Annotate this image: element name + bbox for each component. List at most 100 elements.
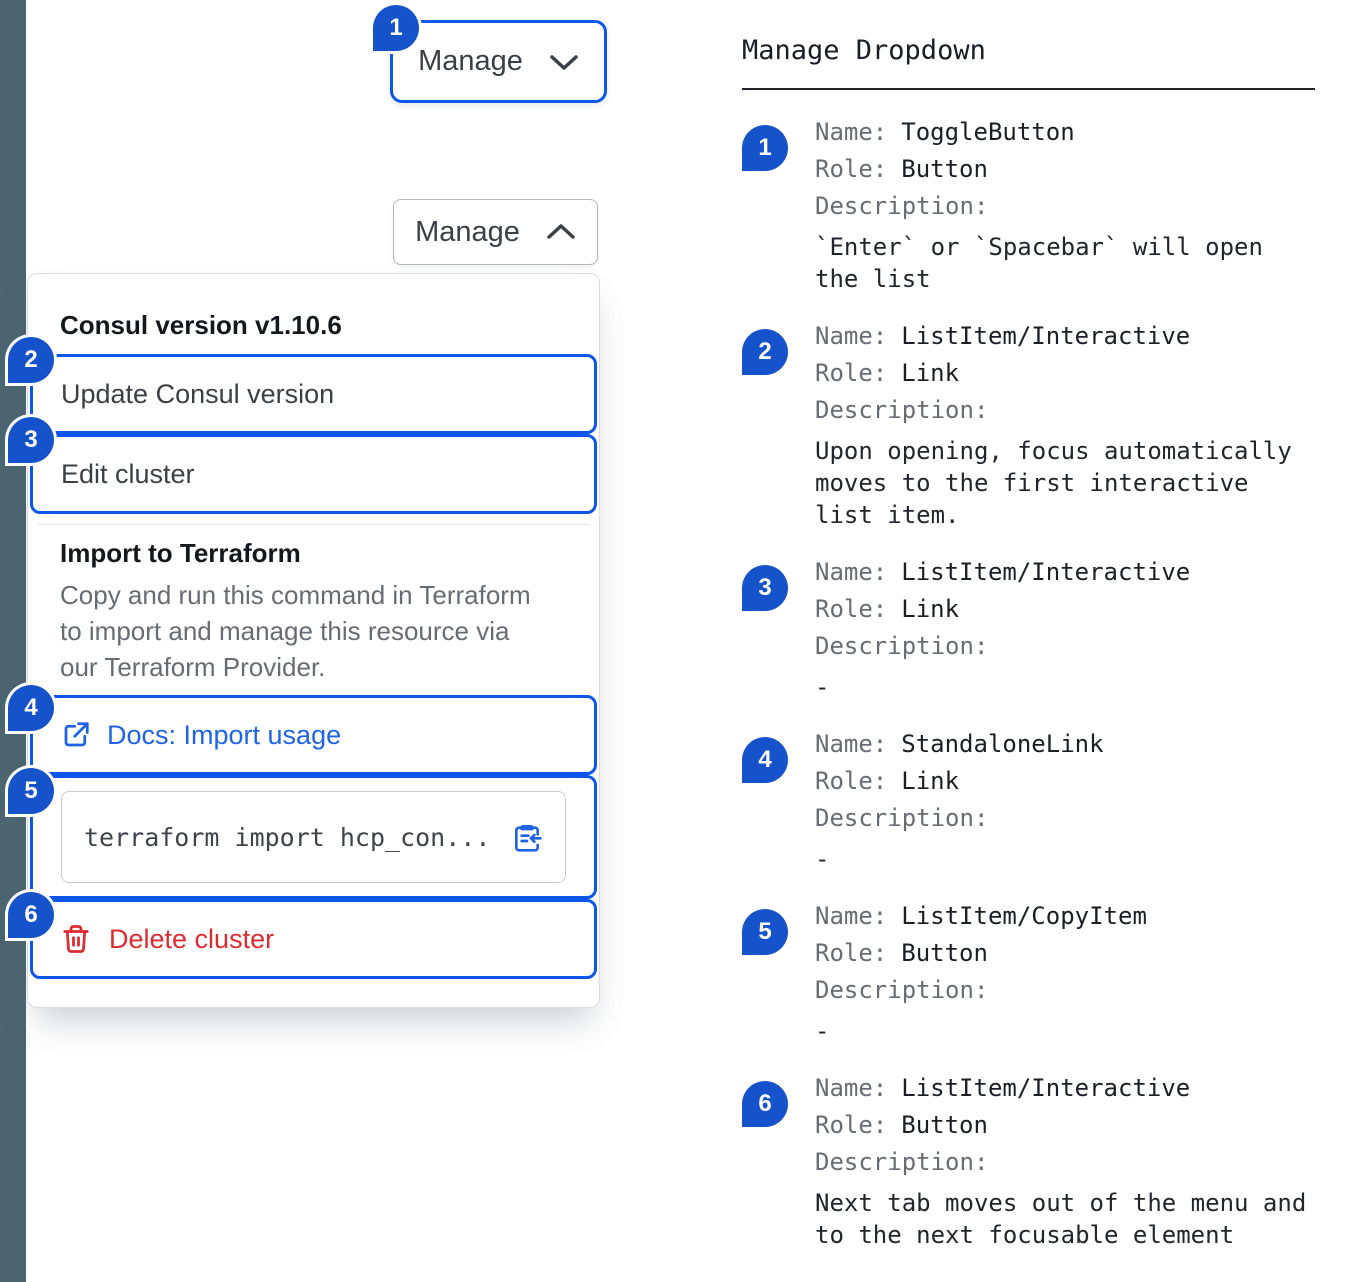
- manage-dropdown-menu: Consul version v1.10.6 Update Consul ver…: [27, 273, 600, 1008]
- terraform-command-field[interactable]: terraform import hcp_con...: [61, 791, 566, 883]
- description-row: Description:: [815, 972, 1147, 1009]
- description-row: Description:: [815, 1144, 1315, 1181]
- name-label: Name:: [815, 902, 888, 930]
- badge-number: 3: [24, 426, 38, 453]
- menu-divider: [38, 524, 589, 525]
- chevron-down-icon: [550, 54, 578, 70]
- annotation-badge-4: 4: [8, 685, 54, 731]
- role-value: Link: [901, 595, 960, 623]
- badge-number: 5: [758, 918, 772, 945]
- description-line: Copy and run this command in Terraform: [60, 580, 531, 610]
- name-value: ListItem/Interactive: [901, 558, 1191, 586]
- docs-link-label: Docs: Import usage: [107, 719, 342, 750]
- name-label: Name:: [815, 1074, 888, 1102]
- import-section-title: Import to Terraform: [60, 538, 301, 568]
- role-value: Link: [901, 359, 960, 387]
- badge-number: 1: [389, 14, 403, 41]
- annotation-badge-3: 3: [8, 417, 54, 463]
- description-label: Description:: [815, 632, 989, 660]
- description-value: `Enter` or `Spacebar` will open the list: [815, 233, 1263, 293]
- manage-toggle-button-open[interactable]: Manage: [393, 199, 598, 265]
- name-row: Name: ToggleButton: [815, 114, 1315, 151]
- role-label: Role:: [815, 359, 888, 387]
- trash-icon: [63, 925, 89, 953]
- menu-item-update-consul-version[interactable]: Update Consul version: [30, 354, 597, 434]
- clipboard-copy-icon[interactable]: [511, 821, 543, 853]
- badge-number: 1: [758, 134, 772, 161]
- import-section-description: Copy and run this command in Terraform t…: [60, 577, 567, 685]
- description-value: Next tab moves out of the menu and to th…: [815, 1189, 1307, 1249]
- legend-entry-2: 2 Name:ListItem/Interactive Role: Link De…: [742, 318, 1320, 531]
- name-value: ListItem/Interactive: [901, 1074, 1191, 1102]
- description-label: Description:: [815, 1148, 989, 1176]
- description-label: Description:: [815, 804, 989, 832]
- name-label: Name:: [815, 322, 888, 350]
- menu-item-label: Update Consul version: [61, 378, 335, 409]
- name-row: Name: ListItem/Interactive: [815, 554, 1190, 591]
- role-value: Link: [901, 767, 960, 795]
- annotation-badge-2: 2: [8, 337, 54, 383]
- badge-number: 5: [24, 777, 38, 804]
- manage-toggle-button-closed[interactable]: Manage: [390, 20, 607, 103]
- role-label: Role:: [815, 155, 888, 183]
- role-label: Role:: [815, 1111, 888, 1139]
- description-value: -: [815, 673, 830, 701]
- role-value: Button: [901, 1111, 988, 1139]
- name-label: Name:: [815, 558, 888, 586]
- terraform-command-text: terraform import hcp_con...: [84, 822, 491, 852]
- menu-item-docs-import-usage[interactable]: Docs: Import usage: [30, 695, 597, 775]
- name-row: Name:ListItem/Interactive: [815, 318, 1315, 355]
- left-edge-strip: [0, 0, 26, 1282]
- legend-entry-6: 6 Name:ListItem/Interactive Role:Button …: [742, 1070, 1320, 1251]
- name-row: Name: ListItem/CopyItem: [815, 898, 1147, 935]
- annotation-badge-5: 5: [742, 909, 788, 955]
- name-value: ListItem/CopyItem: [901, 902, 1147, 930]
- chevron-up-icon: [547, 224, 575, 239]
- manage-button-label: Manage: [418, 45, 523, 77]
- legend-entry-4: 4 Name:StandaloneLink Role:Link Descript…: [742, 726, 1320, 875]
- description-row: Description:: [815, 800, 1104, 837]
- consul-version-label: Consul version v1.10.6: [60, 310, 342, 340]
- role-value: Button: [901, 155, 988, 183]
- menu-item-delete-cluster[interactable]: Delete cluster: [30, 899, 597, 979]
- role-row: Role: Button: [815, 1107, 1315, 1144]
- annotation-badge-3: 3: [742, 565, 788, 611]
- badge-number: 4: [24, 694, 38, 721]
- description-row: Description:: [815, 188, 1315, 225]
- legend-title: Manage Dropdown: [742, 34, 1315, 90]
- description-row: Description:: [815, 628, 1190, 665]
- role-row: Role: Button: [815, 151, 1315, 188]
- description-line: our Terraform Provider.: [60, 652, 326, 682]
- legend-entry-3: 3 Name: ListItem/Interactive Role:Link De…: [742, 554, 1320, 703]
- role-row: Role:Link: [815, 591, 1190, 628]
- delete-cluster-label: Delete cluster: [109, 923, 275, 954]
- description-line: to import and manage this resource via: [60, 616, 510, 646]
- name-row: Name: ListItem/Interactive: [815, 1070, 1315, 1107]
- annotation-legend: Manage Dropdown 1 Name: ToggleButton Role…: [742, 34, 1320, 1274]
- description-value: -: [815, 1017, 830, 1045]
- annotation-badge-1: 1: [373, 5, 419, 51]
- description-row: Description:: [815, 392, 1315, 429]
- role-label: Role:: [815, 939, 888, 967]
- external-link-icon: [64, 722, 89, 747]
- role-row: Role:Button: [815, 935, 1147, 972]
- description-label: Description:: [815, 396, 989, 424]
- badge-number: 4: [758, 746, 772, 773]
- badge-number: 2: [24, 346, 38, 373]
- name-value: StandaloneLink: [901, 730, 1104, 758]
- badge-number: 6: [24, 901, 38, 928]
- annotation-badge-6: 6: [8, 892, 54, 938]
- legend-entry-5: 5 Name: ListItem/CopyItem Role:Button Des…: [742, 898, 1320, 1047]
- annotation-badge-2: 2: [742, 329, 788, 375]
- name-value: ToggleButton: [901, 118, 1075, 146]
- role-label: Role:: [815, 767, 888, 795]
- description-value: Upon opening, focus automatically moves …: [815, 437, 1292, 529]
- menu-item-copy-command: terraform import hcp_con...: [30, 775, 597, 899]
- annotation-badge-5: 5: [8, 768, 54, 814]
- name-label: Name:: [815, 118, 888, 146]
- annotation-badge-1: 1: [742, 125, 788, 171]
- menu-item-edit-cluster[interactable]: Edit cluster: [30, 434, 597, 514]
- manage-button-label: Manage: [415, 215, 520, 248]
- description-label: Description:: [815, 192, 989, 220]
